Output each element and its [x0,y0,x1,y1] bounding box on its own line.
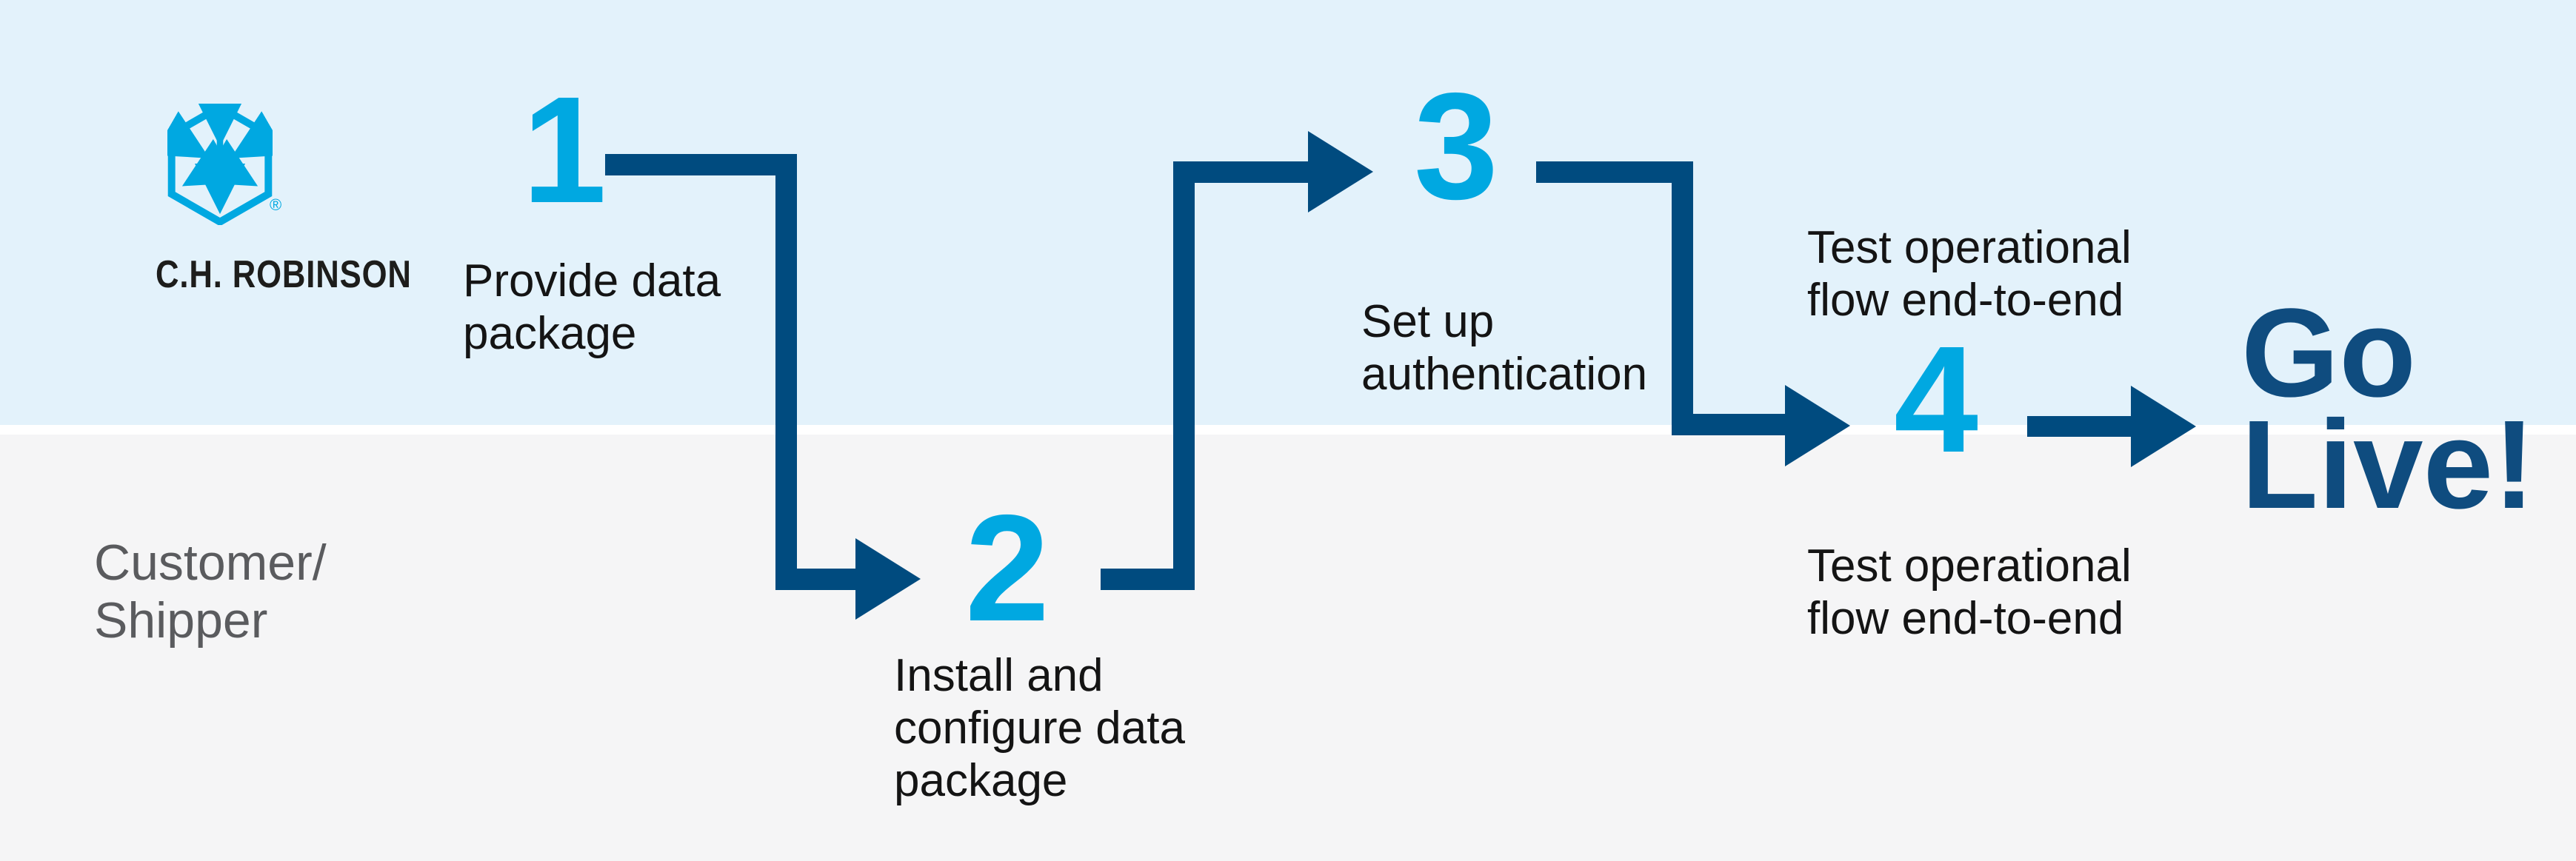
arrow-step3-to-step4-icon [1536,161,1850,466]
hexagon-arrows-logo-icon [167,104,273,225]
arrow-step1-to-step2-icon [605,154,921,620]
step-4-number: 4 [1893,315,1978,484]
customer-lane-label: Customer/ Shipper [94,535,327,649]
lane-divider [0,425,2576,435]
step-1-label: Provide data package [463,255,721,359]
logo-wordmark: C.H. ROBINSON [156,253,412,296]
customer-lane-background [0,435,2576,861]
registered-trademark-icon: ® [270,195,282,214]
step-1-number: 1 [521,65,607,235]
arrow-step4-to-golive-icon [2027,386,2196,467]
arrow-step2-to-step3-icon [1101,131,1373,590]
step-2-label: Install and configure data package [894,650,1185,806]
step-3-number: 3 [1413,61,1498,231]
provider-lane-background [0,0,2576,425]
go-live-text: Go Live! [2241,283,2535,535]
step-2-number: 2 [964,483,1050,653]
step-3-label: Set up authentication [1361,296,1648,400]
step-4-label-customer: Test operational flow end-to-end [1807,540,2132,644]
step-4-label-provider: Test operational flow end-to-end [1807,222,2132,326]
